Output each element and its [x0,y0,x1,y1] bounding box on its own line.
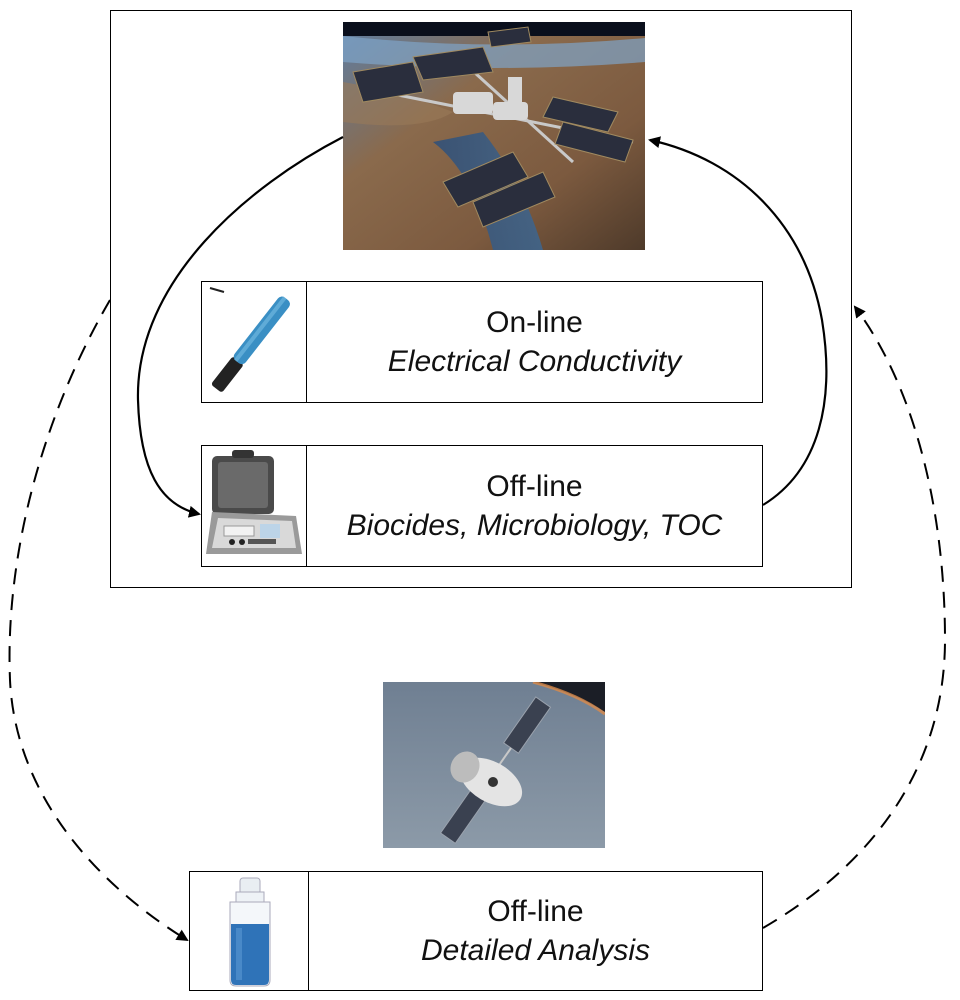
sample-bottle-icon [190,872,309,990]
arrow-ground-to-onboard [762,305,947,929]
offline-onboard-title: Off-line [486,470,583,503]
offline-onboard-subtitle: Biocides, Microbiology, TOC [346,509,723,542]
arrow-station-to-offline [136,136,344,518]
space-station-photo [343,22,645,250]
onboard-frame [110,10,852,588]
cargo-capsule-photo [383,682,605,848]
offline-ground-subtitle: Detailed Analysis [421,934,650,967]
online-title: On-line [486,306,583,339]
online-subtitle: Electrical Conductivity [387,345,682,378]
offline-ground-box: Off-line Detailed Analysis [189,871,763,991]
arrow-onboard-to-ground [8,299,189,942]
sampling-kit-icon [202,446,307,566]
offline-onboard-box: Off-line Biocides, Microbiology, TOC [201,445,763,567]
conductivity-probe-icon [202,282,307,402]
online-box: On-line Electrical Conductivity [201,281,763,403]
offline-ground-title: Off-line [487,895,584,928]
arrow-offline-to-station [648,136,828,506]
